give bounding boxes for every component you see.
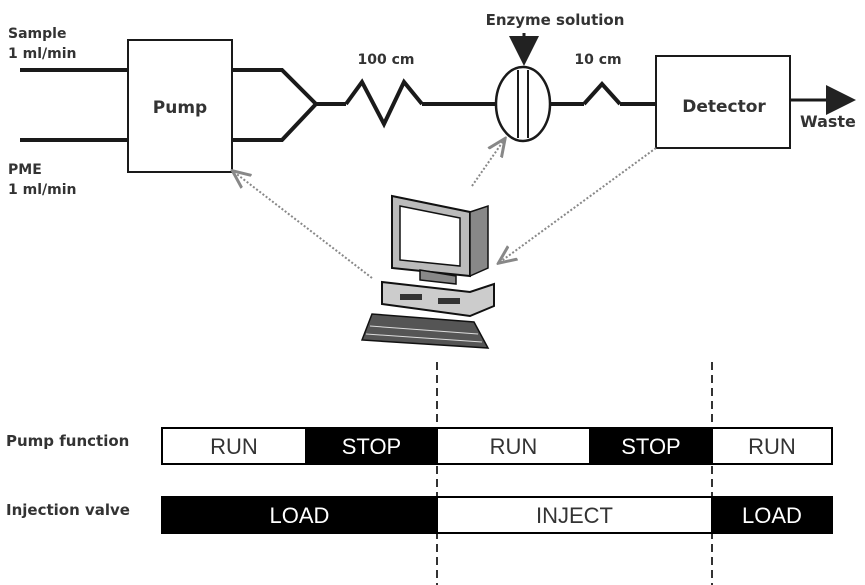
coil-10cm-label: 10 cm [574, 52, 621, 68]
pump-function-timeline: RUN STOP RUN STOP RUN [161, 427, 833, 465]
injection-valve-timeline: LOAD INJECT LOAD [161, 496, 833, 534]
timeline-segment [305, 427, 438, 465]
timeline-segment [161, 496, 438, 534]
detector-label: Detector [682, 97, 766, 117]
detector-signal-arrow [500, 147, 657, 262]
pump-function-label: Pump function [6, 432, 129, 450]
enzyme-solution-label: Enzyme solution [486, 11, 625, 29]
timeline-segment-label: STOP [342, 434, 402, 459]
timeline-segment [436, 427, 591, 465]
pme-flow-label: 1 ml/min [8, 182, 76, 198]
control-arrow-pump [234, 172, 373, 279]
timeline-segment-label: INJECT [536, 503, 613, 528]
timeline-segment [711, 427, 833, 465]
pump-out-top [232, 68, 318, 106]
computer-icon [360, 194, 495, 349]
control-arrow-valve [471, 140, 504, 187]
timeline-segment-label: RUN [748, 434, 796, 459]
timeline-segment-label: STOP [621, 434, 681, 459]
timeline-segment [436, 496, 713, 534]
pme-label: PME [8, 162, 42, 178]
detector-box [655, 55, 791, 149]
sample-label: Sample [8, 26, 66, 42]
pump-box [127, 39, 233, 173]
timeline-segment-label: LOAD [742, 503, 802, 528]
timeline-segment-label: RUN [210, 434, 258, 459]
pump-label: Pump [153, 98, 207, 118]
timeline-segment [589, 427, 713, 465]
timeline-segment [711, 496, 833, 534]
waste-label: Waste [800, 112, 856, 131]
pump-out-bottom [232, 102, 318, 142]
timeline-segment [161, 427, 307, 465]
timeline-segment-label: LOAD [270, 503, 330, 528]
timeline-segment-label: RUN [490, 434, 538, 459]
sample-flow-label: 1 ml/min [8, 46, 76, 62]
coil-100cm [344, 78, 424, 129]
coil-10cm [582, 81, 622, 106]
injection-valve-label: Injection valve [6, 501, 130, 519]
coil-100cm-label: 100 cm [358, 52, 415, 68]
injection-valve [494, 65, 552, 143]
